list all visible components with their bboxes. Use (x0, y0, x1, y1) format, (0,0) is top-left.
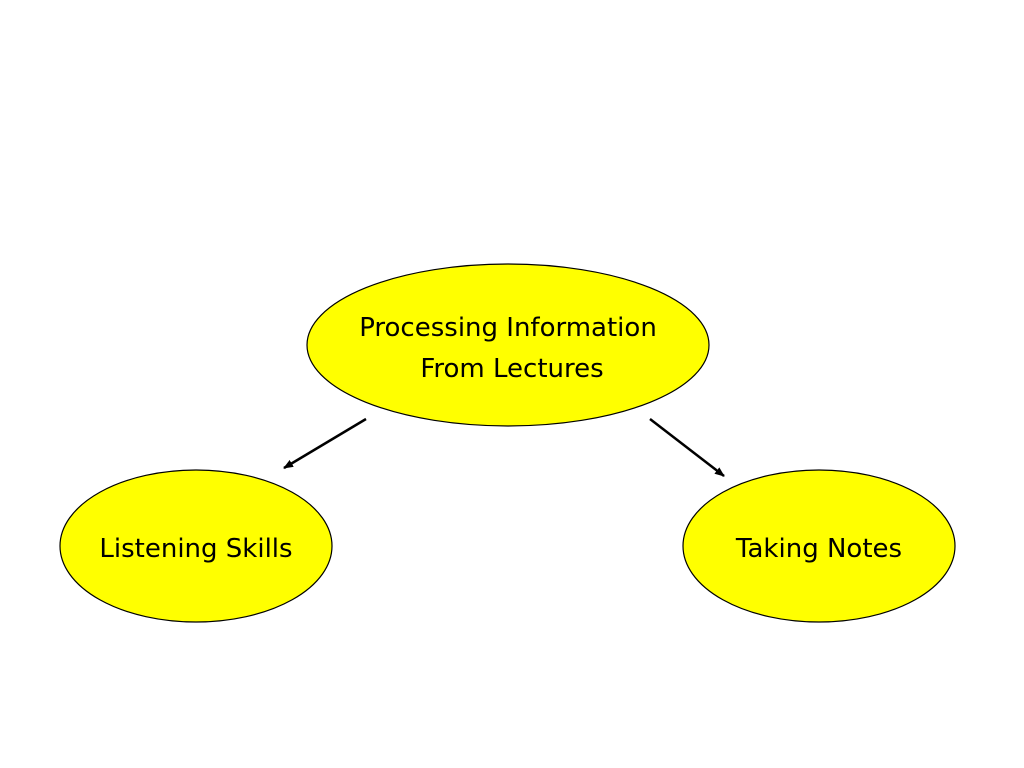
arrow-to-taking-notes (649, 418, 725, 477)
root-node-label-line1: Processing Information (359, 313, 657, 343)
listening-skills-node-shape (59, 469, 333, 623)
taking-notes-label: Taking Notes (735, 534, 902, 564)
root-node-label-line2: From Lectures (420, 354, 603, 384)
taking-notes-node-shape (682, 469, 956, 623)
listening-skills-node: Listening Skills (59, 469, 333, 623)
root-node-shape (306, 263, 710, 427)
root-node: Processing Information From Lectures (306, 263, 710, 427)
arrow-to-listening-skills (283, 417, 367, 470)
taking-notes-node: Taking Notes (682, 469, 956, 623)
listening-skills-label: Listening Skills (99, 534, 292, 564)
